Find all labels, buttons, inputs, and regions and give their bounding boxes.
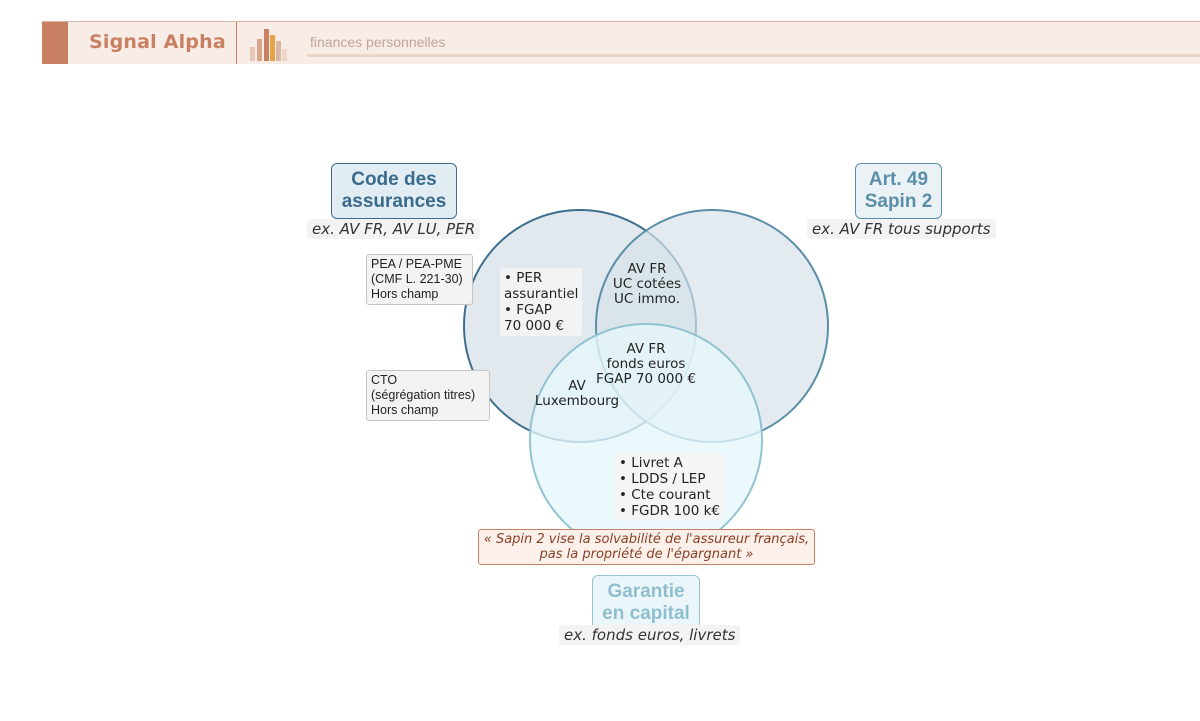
set-title-sapin-2: Art. 49 Sapin 2 [855,163,942,219]
set-example-code-assurances: ex. AV FR, AV LU, PER [307,219,481,239]
banner-divider [236,22,237,64]
region-label-garantie-only: • Livret A • LDDS / LEP • Cte courant • … [615,453,725,521]
outside-note-cto: CTO (ségrégation titres) Hors champ [366,370,490,421]
banner-underline [307,54,1200,57]
set-example-garantie-capital: ex. fonds euros, livrets [559,625,741,645]
region-label-code-only: • PER assurantiel • FGAP 70 000 € [500,268,583,336]
outside-note-pea: PEA / PEA-PME (CMF L. 221-30) Hors champ [366,254,473,305]
banner-tagline: finances personnelles [310,34,446,50]
bar-chart-logo-icon [250,29,287,61]
brand-name[interactable]: Signal Alpha [89,31,226,53]
region-label-code-garantie: AV Luxembourg [534,378,620,409]
set-example-sapin-2: ex. AV FR tous supports [807,219,996,239]
sapin-quote-callout: « Sapin 2 vise la solvabilité de l'assur… [478,529,815,565]
set-title-code-assurances: Code des assurances [331,163,457,219]
region-label-all-three: AV FR fonds euros FGAP 70 000 € [595,341,696,387]
header-banner: Signal Alpha finances personnelles [42,21,1200,64]
region-label-code-sapin: AV FR UC cotées UC immo. [612,261,682,307]
set-title-garantie-capital: Garantie en capital [592,575,700,631]
banner-accent-block [42,22,68,64]
